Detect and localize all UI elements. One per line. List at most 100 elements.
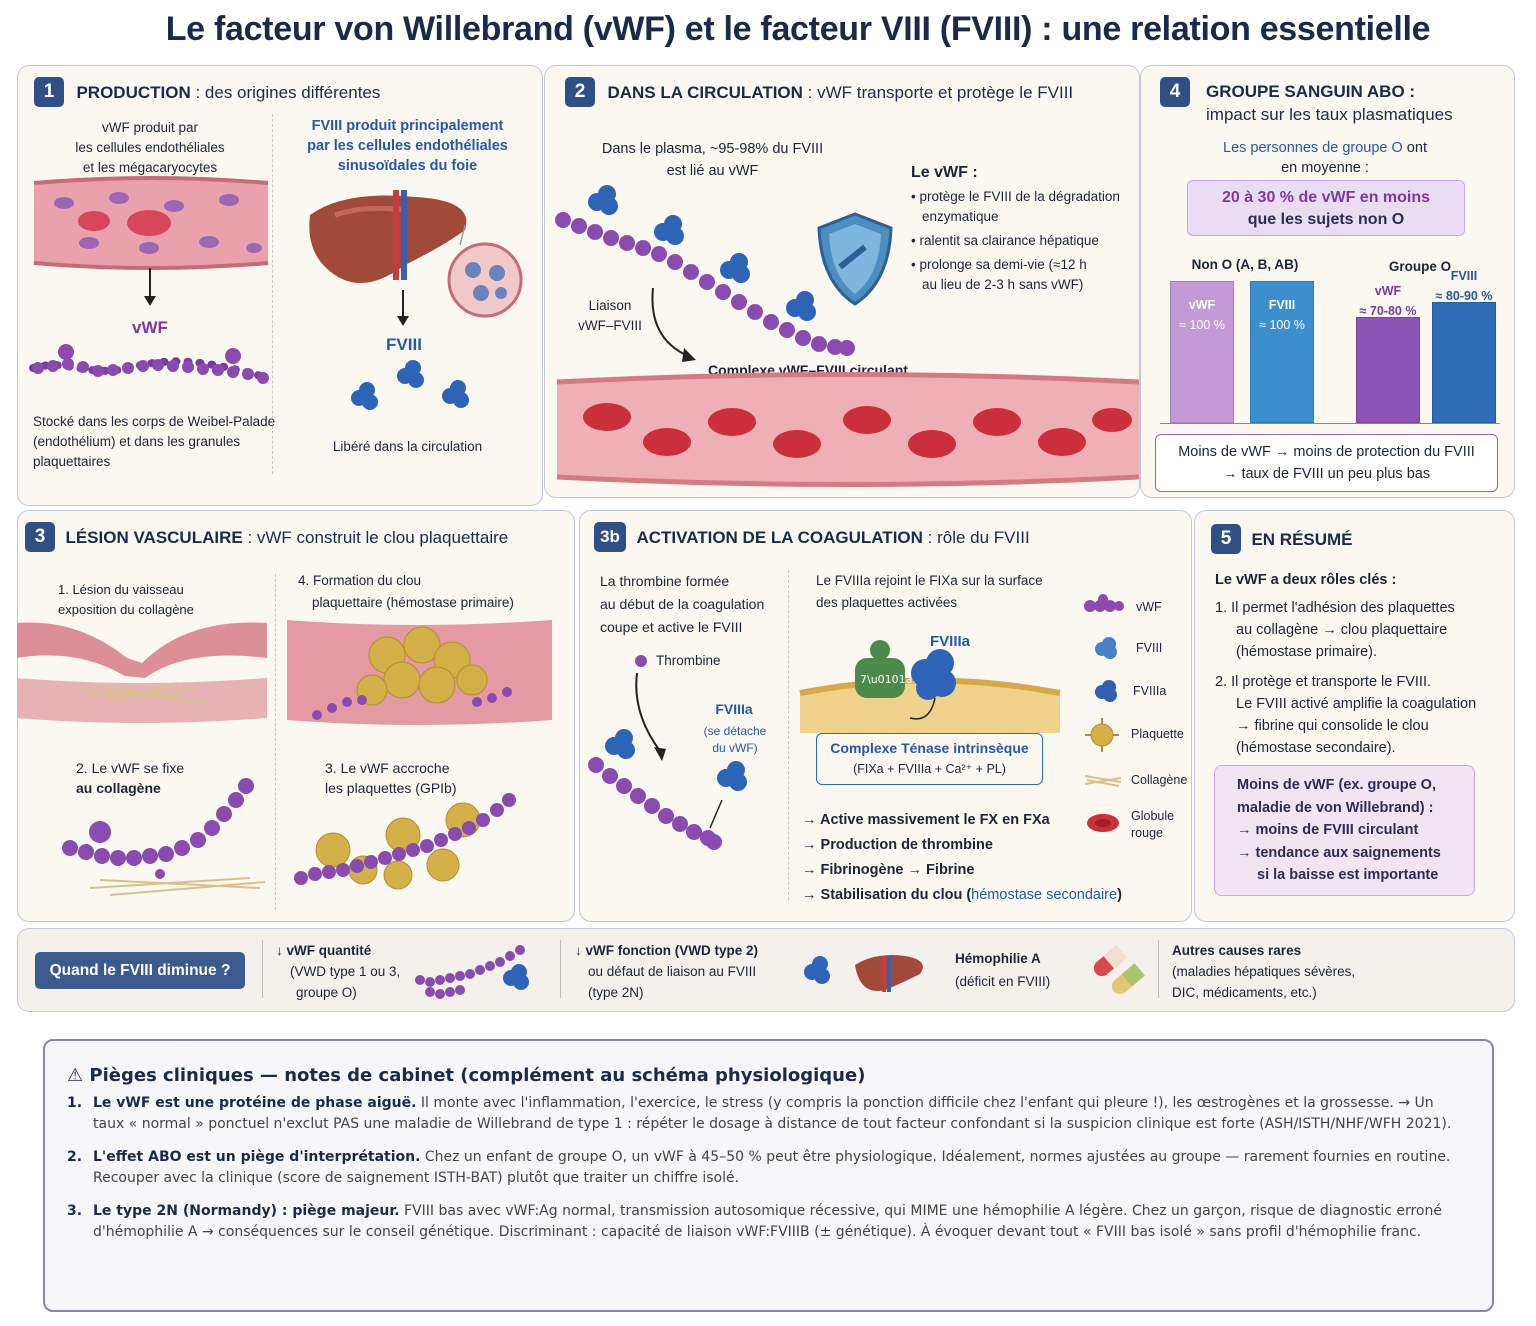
- vwf-multimer-illustration: [29, 344, 272, 384]
- arrow-down-icon: [144, 268, 156, 306]
- legend-label: FVIII: [1136, 641, 1163, 655]
- heading-bold: PRODUCTION: [76, 82, 191, 102]
- divider: [272, 114, 273, 474]
- step-number: 2: [565, 77, 595, 107]
- fviii-label: FVIII: [386, 335, 422, 354]
- divider: [788, 570, 789, 900]
- bar-vwf-o: [1356, 316, 1420, 423]
- panel-abo-heading: GROUPE SANGUIN ABO :impact sur les taux …: [1206, 82, 1453, 124]
- tenase-complex-box: Complexe Ténase intrinsèque (FIXa + FVII…: [816, 733, 1043, 785]
- red-cell-legend-icon: [1087, 814, 1119, 832]
- fviiia-label: FVIIIa: [715, 701, 753, 717]
- fviiia-legend-icon: [1095, 680, 1117, 702]
- cause-vwf-quantity: ↓ vWF quantité(VWD type 1 ou 3,groupe O): [276, 943, 401, 1000]
- vwf-storage-text: Stocké dans les corps de Weibel-Palade(e…: [33, 414, 276, 469]
- step-number: 3: [25, 522, 55, 552]
- arrow-down-icon: [397, 290, 409, 326]
- page-title: Le facteur von Willebrand (vWF) et le fa…: [165, 10, 1431, 48]
- bar-label: FVIII≈ 80-90 %: [1435, 269, 1493, 304]
- shield-icon: [817, 212, 893, 306]
- divider: [560, 940, 561, 998]
- blood-vessel-illustration: [33, 176, 269, 270]
- bar-fviii-non-o: [1250, 281, 1314, 423]
- fviii-liver-icon: [804, 955, 923, 992]
- heading-rest: : des origines différentes: [190, 82, 381, 102]
- divider: [275, 574, 276, 910]
- group-label: Non O (A, B, AB): [1191, 257, 1299, 272]
- divider: [262, 940, 263, 998]
- note-item: 2.L'effet ABO est un piège d'interprétat…: [67, 1149, 1451, 1186]
- blood-vessel-illustration: [556, 372, 1140, 487]
- footer-strip: [17, 928, 1515, 1012]
- fixa-mark: 7\u0101an: [860, 673, 919, 686]
- clinical-notes-heading: ⚠ Pièges cliniques — notes de cabinet (c…: [67, 1065, 866, 1086]
- divider: [1158, 940, 1159, 998]
- liver-icon: [309, 190, 523, 318]
- cause-vwf-function: ↓ vWF fonction (VWD type 2)ou défaut de …: [575, 943, 758, 1000]
- vwf-fviii-complex-illustration: [555, 185, 855, 356]
- vwf-legend-icon: [1084, 594, 1124, 612]
- panel-abo-header: 4: [1160, 77, 1190, 107]
- fviiia-join-text: Le FVIIIa rejoint le FIXa sur la surface…: [816, 573, 1043, 610]
- thrombin-label: Thrombine: [656, 653, 721, 668]
- bar-label: vWF≈ 70-80 %: [1359, 283, 1417, 318]
- vwf-roles-list: Le vWF : • protège le FVIII de la dégrad…: [911, 164, 1120, 292]
- membrane-fviiia-label: FVIIIa: [930, 633, 971, 650]
- abo-bar-chart: Non O (A, B, AB) Groupe O vWF≈ 100 %FVII…: [1160, 250, 1500, 428]
- cause-hemophilia: Hémophilie A(déficit en FVIII): [955, 951, 1051, 989]
- arrow-down-icon: [635, 672, 666, 761]
- legend-label: Collagène: [1131, 773, 1188, 787]
- fviii-molecules-illustration: [351, 360, 469, 410]
- fviii-legend-icon: [1095, 637, 1117, 659]
- step-number: 5: [1211, 524, 1241, 554]
- panel-coagulation-header: 3b ACTIVATION DE LA COAGULATION : rôle d…: [594, 522, 1030, 552]
- vwf-label: vWF: [132, 318, 168, 337]
- step-number: 4: [1160, 77, 1190, 107]
- vwf-fviii-icon: [415, 945, 529, 999]
- curved-arrow-icon: [651, 287, 696, 362]
- cause-other: Autres causes rares(maladies hépatiques …: [1172, 943, 1356, 1000]
- chart-baseline: [1160, 423, 1500, 424]
- coagulation-effects: → Active massivement le FX en FXa → Prod…: [802, 812, 1122, 903]
- panel-summary-header: 5 EN RÉSUMÉ: [1211, 524, 1353, 554]
- legend-label: Plaquette: [1131, 727, 1184, 741]
- note-item: 3.Le type 2N (Normandy) : piège majeur. …: [67, 1203, 1442, 1240]
- tenase-membrane-illustration: 7\u0101an: [799, 640, 1061, 733]
- platelet-legend-icon: [1085, 718, 1119, 752]
- panel-lesion-header: 3 LÉSION VASCULAIRE : vWF construit le c…: [25, 522, 508, 552]
- note-item: 1.Le vWF est une protéine de phase aiguë…: [67, 1095, 1452, 1132]
- fviii-release-text: Libéré dans la circulation: [332, 439, 483, 454]
- collagen-legend-icon: [1084, 775, 1122, 787]
- fviii-cleavage-illustration: [588, 729, 747, 850]
- platelet-plug-illustration: [287, 620, 552, 725]
- abo-conclusion: Moins de vWF → moins de protection du FV…: [1155, 434, 1498, 492]
- bar-label: FVIII≈ 100 %: [1259, 298, 1305, 332]
- fviii-decrease-button[interactable]: Quand le FVIII diminue ?: [35, 952, 245, 989]
- summary-intro: Le vWF a deux rôles clés :: [1215, 572, 1397, 588]
- legend-label: FVIIIa: [1133, 684, 1167, 698]
- abo-intro: Les personnes de groupe O ont en moyenne…: [1223, 140, 1427, 176]
- group-label: Groupe O: [1388, 259, 1452, 274]
- bar-fviii-o: [1432, 302, 1496, 423]
- bar-vwf-non-o: [1170, 281, 1234, 423]
- thrombin-dot: [635, 655, 647, 667]
- panel-production-header: 1 PRODUCTION : des origines différentes: [34, 77, 380, 107]
- panel-circulation-header: 2 DANS LA CIRCULATION : vWF transporte e…: [565, 77, 1073, 107]
- damaged-vessel-illustration: [17, 622, 267, 723]
- vwf-collagen-illustration: [62, 778, 266, 896]
- step-number: 3b: [594, 522, 626, 552]
- clinical-notes-box: ⚠ Pièges cliniques — notes de cabinet (c…: [43, 1039, 1494, 1312]
- medication-capsules-icon: [1093, 945, 1145, 995]
